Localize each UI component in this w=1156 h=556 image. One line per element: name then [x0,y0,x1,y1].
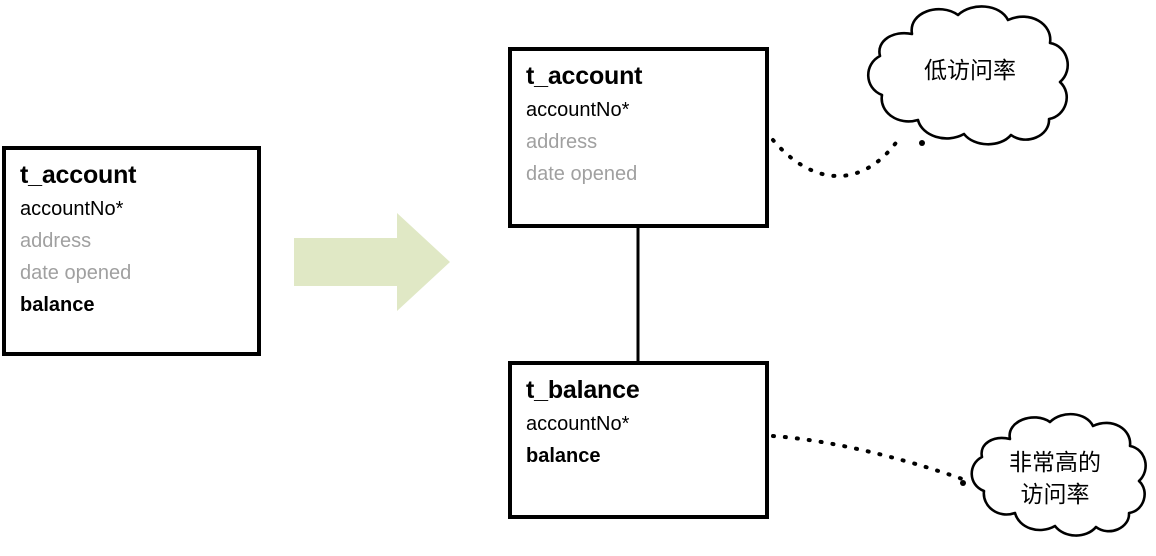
dotted-leader-bottom [771,434,970,483]
entity-attribute-address: address [526,131,598,153]
dotted-leader-top [771,138,900,178]
cloud-puff-bottom [960,480,966,486]
callout-label-very-high-access-rate: 非常高的 访问率 [1009,449,1101,507]
entity-attribute-balance: balance [20,294,95,316]
entity-title: t_account [526,62,643,90]
entity-attribute-accountno: accountNo* [526,413,630,435]
cloud-shape-bottom [970,412,1147,537]
callout-label-low-access-rate: 低访问率 [924,57,1016,83]
entity-attribute-address: address [20,230,92,252]
cloud-puff-top [919,140,925,146]
right-arrow-icon [294,213,450,311]
entity-attribute-date-opened: date opened [526,163,638,185]
entity-box-account-after[interactable]: t_account accountNo* address date opened [508,47,769,228]
entity-attribute-date-opened: date opened [20,262,132,284]
entity-attribute-accountno: accountNo* [526,99,630,121]
entity-attribute-balance: balance [526,445,601,467]
entity-box-balance[interactable]: t_balance accountNo* balance [508,361,769,519]
entity-title: t_account [20,161,137,189]
entity-title: t_balance [526,376,640,404]
entity-attribute-accountno: accountNo* [20,198,124,220]
cloud-shape-top [866,5,1070,146]
entity-box-account-before[interactable]: t_account accountNo* address date opened… [2,146,261,356]
